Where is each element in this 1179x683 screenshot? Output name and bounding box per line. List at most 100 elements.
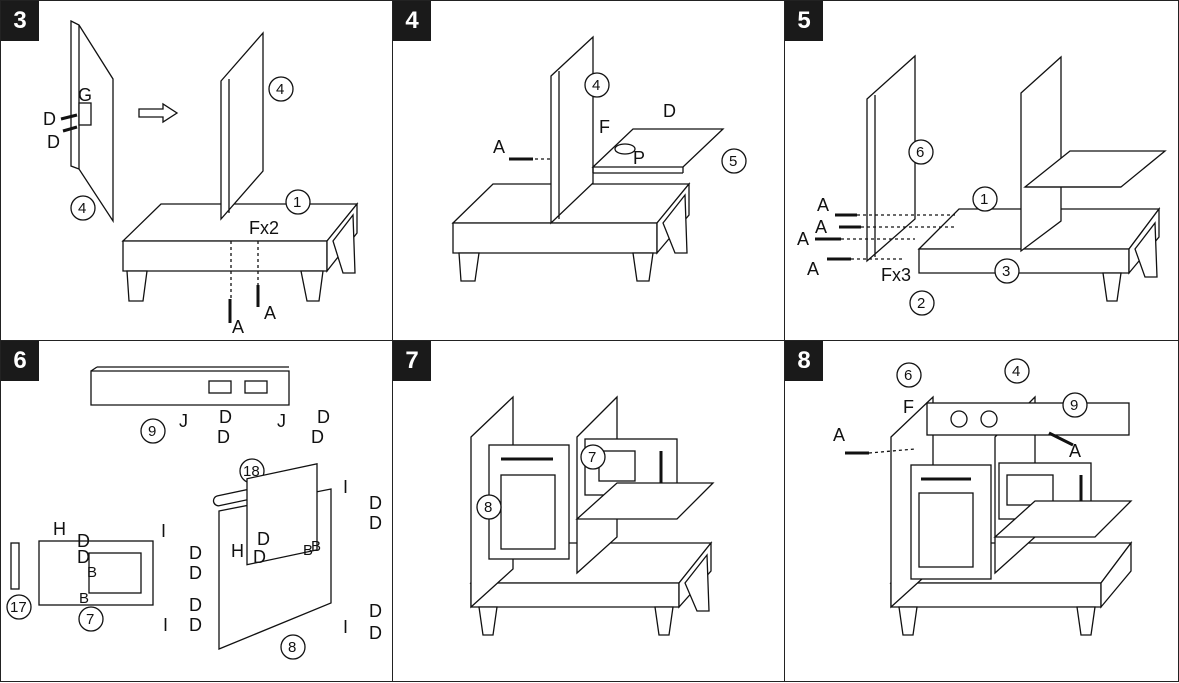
step-panel-4: 4 4 5 A F D P [392,0,785,341]
label-f: F [903,397,914,417]
label-d: D [253,547,266,567]
step-number-badge: 5 [785,1,823,41]
part-number: 1 [293,194,301,211]
part-number: 9 [1070,397,1078,414]
step-7-illustration: 7 8 [469,395,715,636]
label-b: B [311,538,321,555]
label-b: B [87,564,97,581]
label-d: D [189,543,202,563]
label-d: D [189,563,202,583]
upright-panel [1020,55,1062,253]
hinge-g [78,102,92,126]
part-number: 4 [592,77,600,94]
step-number-badge: 3 [1,1,39,41]
bracket-p [614,143,636,155]
step-6-illustration: 9 J D D J D D 18 8 H D D B I D D I D D [6,366,382,660]
label-d: D [369,623,382,643]
part-number: 7 [86,611,94,628]
label-a: A [797,229,809,249]
label-a: A [833,425,845,445]
step-4-illustration: 4 5 A F D P [451,35,747,282]
label-i: I [163,615,168,635]
label-d: D [77,547,90,567]
upright-panel [550,35,594,225]
step-panel-5: 5 6 1 3 2 A [784,0,1179,341]
label-d: D [311,427,324,447]
shelf-panel [993,500,1133,538]
part-number: 1 [980,191,988,208]
knob-icon [980,410,998,428]
label-quantity: Fx3 [881,265,911,285]
part-number: 2 [917,295,925,312]
label-p: P [633,148,645,168]
label-d: D [369,513,382,533]
label-a: A [817,195,829,215]
label-d: D [47,132,60,152]
part-number: 4 [78,200,86,217]
step-5-illustration: 6 1 3 2 A A A A Fx3 [797,54,1167,316]
part-number: 3 [1002,263,1010,280]
label-i: I [343,617,348,637]
label-d: D [189,595,202,615]
label-a: A [493,137,505,157]
label-d: D [317,407,330,427]
label-j: J [277,411,286,431]
label-a: A [815,217,827,237]
part-number: 17 [10,599,27,616]
shelf-panel [591,128,725,168]
part-number: 6 [904,367,912,384]
part-number: 7 [588,449,596,466]
step-number-badge: 7 [393,341,431,381]
label-d: D [189,615,202,635]
step-panel-7: 7 7 8 [392,340,785,682]
part-number: 18 [243,463,260,480]
part-number: 4 [276,81,284,98]
part-number: 9 [148,423,156,440]
step-3-illustration: G D D 4 4 1 Fx2 A [43,19,359,337]
label-d: D [663,101,676,121]
label-d: D [369,493,382,513]
part-number: 6 [916,144,924,161]
label-a: A [232,317,244,337]
label-d: D [77,531,90,551]
label-i: I [343,477,348,497]
upright-panel [220,31,264,221]
label-g: G [78,85,92,105]
side-panel [70,19,114,224]
label-d: D [217,427,230,447]
label-d: D [369,601,382,621]
label-quantity: Fx2 [249,218,279,238]
part-number: 8 [288,639,296,656]
table-top [121,203,359,242]
label-i: I [161,521,166,541]
label-d: D [43,109,56,129]
label-a: A [1069,441,1081,461]
label-d: D [257,529,270,549]
shelf-panel [575,482,715,520]
label-f: F [599,117,610,137]
part-number: 5 [729,153,737,170]
step-panel-8: 8 6 4 9 F A [784,340,1179,682]
label-b: B [79,590,89,607]
label-a: A [264,303,276,323]
part-number: 4 [1012,363,1020,380]
label-h: H [53,519,66,539]
handle-17 [10,542,20,590]
label-d: D [219,407,232,427]
label-a: A [807,259,819,279]
part-number: 8 [484,499,492,516]
knob-icon [950,410,968,428]
backsplash-panel [90,370,290,406]
label-h: H [231,541,244,561]
side-panel [866,54,916,263]
label-j: J [179,411,188,431]
step-8-illustration: 6 4 9 F A A [833,358,1133,636]
step-number-badge: 6 [1,341,39,381]
step-panel-6: 6 9 J D D J D D 18 8 H D D [0,340,393,682]
label-b: B [303,542,313,559]
step-number-badge: 8 [785,341,823,381]
step-panel-3: 3 G D D 4 4 [0,0,393,341]
step-number-badge: 4 [393,1,431,41]
arrow-icon [138,102,179,124]
